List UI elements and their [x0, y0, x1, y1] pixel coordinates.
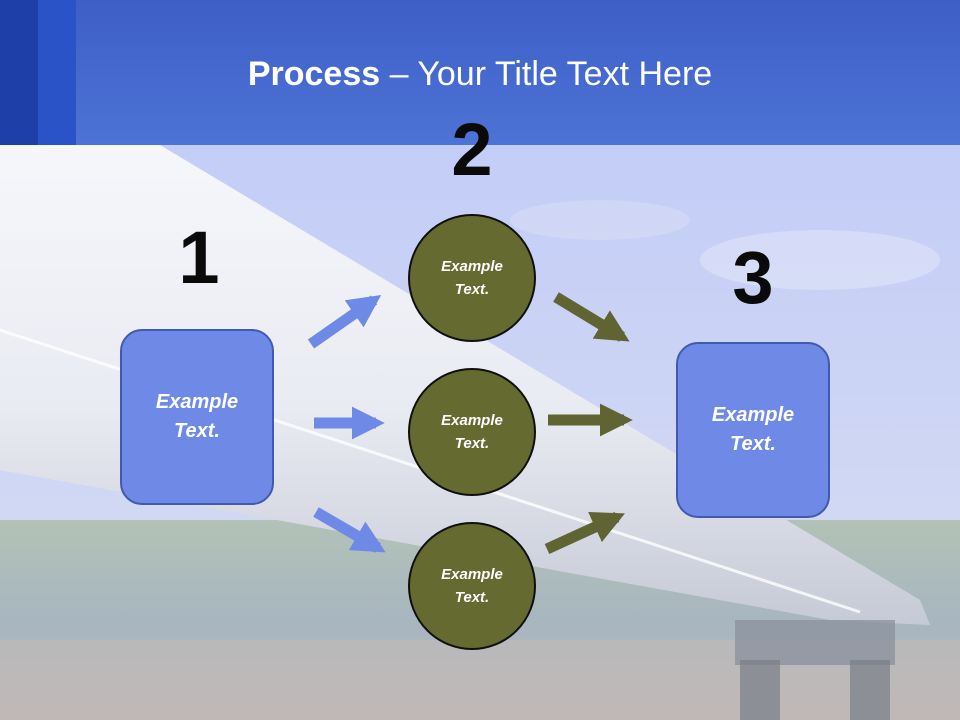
- step-2-circle-bottom[interactable]: Example Text.: [408, 522, 536, 650]
- step-2-circle-bottom-text: Example Text.: [427, 563, 517, 609]
- arrow-2c-to-3: [547, 517, 617, 549]
- arrow-2a-to-3: [556, 297, 622, 337]
- step-2-circle-middle-text: Example Text.: [427, 409, 517, 455]
- step-3-box[interactable]: Example Text.: [676, 342, 830, 518]
- arrow-1-to-2c: [316, 512, 378, 548]
- step-1-box[interactable]: Example Text.: [120, 329, 274, 505]
- step-2-circle-top-text: Example Text.: [427, 255, 517, 301]
- step-3-box-text: Example Text.: [698, 401, 808, 459]
- step-2-circle-top[interactable]: Example Text.: [408, 214, 536, 342]
- step-1-box-text: Example Text.: [142, 388, 252, 446]
- arrow-1-to-2a: [311, 300, 374, 344]
- step-2-circle-middle[interactable]: Example Text.: [408, 368, 536, 496]
